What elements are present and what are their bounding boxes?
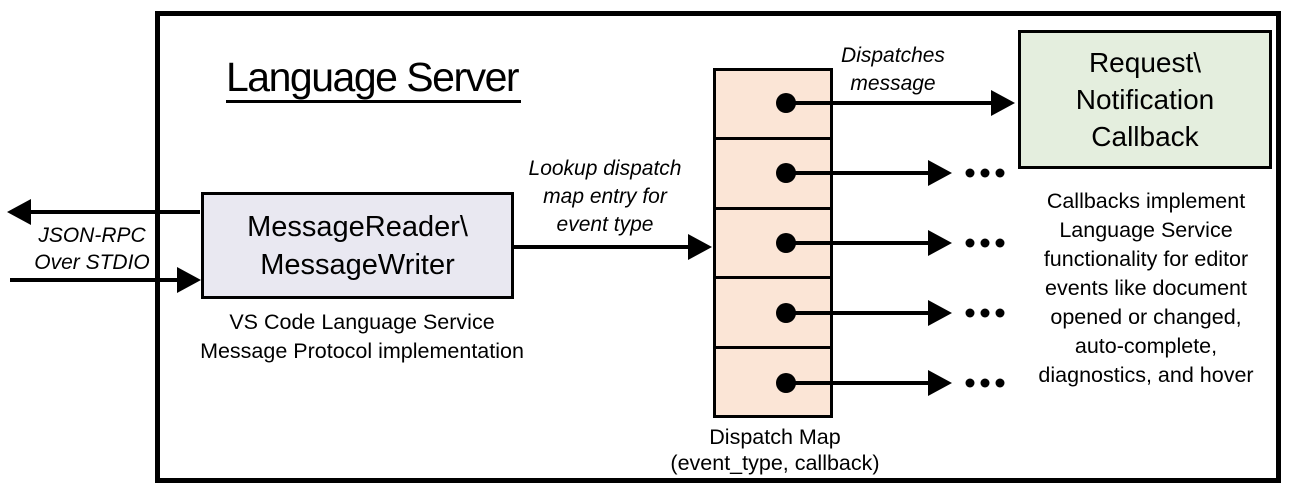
dispatch-cell	[716, 279, 830, 349]
language-server-boundary	[155, 11, 1281, 483]
dispatch-map-label: Dispatch Map (event_type, callback)	[670, 425, 880, 475]
dispatches-message-annotation: Dispatches message	[841, 44, 945, 95]
dispatch-map-node	[713, 68, 833, 418]
reader-caption: VS Code Language Service Message Protoco…	[200, 310, 524, 363]
dispatch-cell	[716, 209, 830, 280]
dispatch-cell	[716, 348, 830, 416]
callback-node-label: Request\ Notification Callback	[1075, 47, 1215, 152]
dispatch-cell	[716, 71, 830, 141]
message-reader-writer-node: MessageReader\ MessageWriter	[201, 192, 514, 299]
message-reader-writer-label: MessageReader\ MessageWriter	[247, 210, 468, 281]
callbacks-note: Callbacks implement Language Service fun…	[1038, 189, 1254, 387]
request-notification-callback-node: Request\ Notification Callback	[1018, 30, 1272, 169]
dispatch-cell	[716, 140, 830, 210]
json-rpc-stdio-annotation: JSON-RPC Over STDIO	[34, 224, 150, 274]
page-title: Language Server	[226, 55, 522, 103]
lookup-dispatch-annotation: Lookup dispatch map entry for event type	[528, 157, 682, 236]
